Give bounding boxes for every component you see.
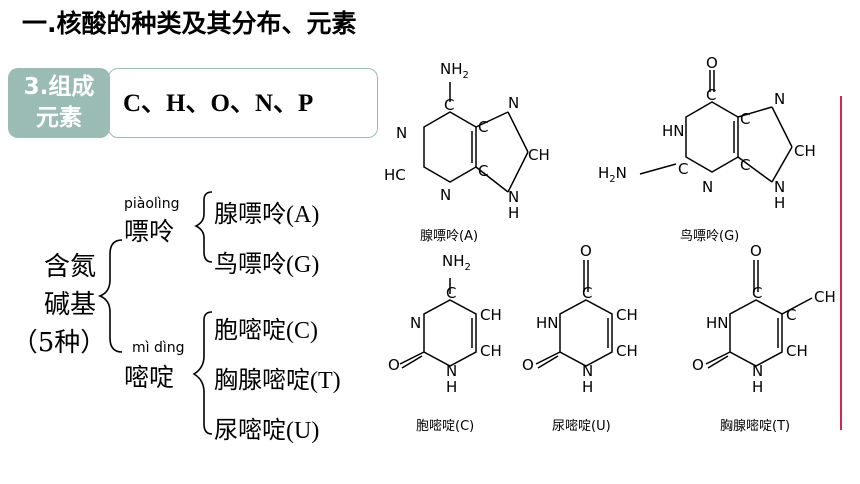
svg-text:O: O xyxy=(750,242,762,260)
svg-text:H: H xyxy=(446,378,457,396)
pyrimidine-label: 嘧啶 xyxy=(124,363,175,392)
guanine-caption: 鸟嘌呤(G) xyxy=(680,228,739,244)
svg-text:C: C xyxy=(786,306,796,324)
svg-text:HN: HN xyxy=(536,314,559,332)
svg-text:N: N xyxy=(440,186,451,204)
svg-text:N: N xyxy=(396,124,407,142)
svg-text:O: O xyxy=(692,356,704,374)
svg-text:C: C xyxy=(446,284,456,302)
purine-item-guanine: 鸟嘌呤(G) xyxy=(214,252,320,278)
purine-item-adenine: 腺嘌呤(A) xyxy=(214,202,320,228)
svg-text:C: C xyxy=(478,118,488,136)
svg-text:HC: HC xyxy=(384,166,406,184)
root-brace xyxy=(97,239,123,353)
pyrimidine-item-thymine: 胸腺嘧啶(T) xyxy=(214,368,341,394)
svg-text:O: O xyxy=(706,54,718,72)
page-title: 一.核酸的种类及其分布、元素 xyxy=(22,9,357,38)
svg-text:N: N xyxy=(582,362,593,380)
svg-text:N: N xyxy=(410,314,421,332)
svg-text:CH: CH xyxy=(480,306,502,324)
svg-text:N: N xyxy=(774,90,785,108)
svg-text:N: N xyxy=(752,362,763,380)
svg-text:C: C xyxy=(582,284,592,302)
svg-text:N: N xyxy=(508,188,519,206)
svg-text:O: O xyxy=(388,356,400,374)
section-label-line-1: 3.组成 xyxy=(23,74,95,100)
svg-text:NH2: NH2 xyxy=(440,60,469,81)
svg-text:CH: CH xyxy=(528,146,550,164)
svg-text:O: O xyxy=(580,242,592,260)
svg-text:N: N xyxy=(774,178,785,196)
root-line-2: 碱基 xyxy=(43,290,96,320)
accent-line xyxy=(840,96,842,430)
purine-pinyin: piàolìng xyxy=(124,196,180,212)
svg-text:H: H xyxy=(752,378,763,396)
svg-text:N: N xyxy=(508,94,519,112)
svg-text:C: C xyxy=(706,86,716,104)
svg-text:C: C xyxy=(478,162,488,180)
root-line-1: 含氮 xyxy=(43,252,96,282)
svg-text:H: H xyxy=(774,194,785,212)
svg-text:C: C xyxy=(752,284,762,302)
purine-brace xyxy=(194,191,213,263)
svg-text:O: O xyxy=(522,356,534,374)
svg-text:C: C xyxy=(740,110,750,128)
structures-diagram: NH2 C N HC N C C N CH N H O C HN H2N C N… xyxy=(384,54,836,434)
svg-text:CH: CH xyxy=(616,306,638,324)
svg-text:C: C xyxy=(740,156,750,174)
svg-text:H: H xyxy=(582,378,593,396)
section-label: 3.组成 元素 xyxy=(8,68,110,138)
pyrimidine-item-uracil: 尿嘧啶(U) xyxy=(214,418,320,444)
uracil-structure xyxy=(535,260,613,369)
thymine-structure xyxy=(705,260,813,369)
pyrimidine-pinyin: mì dìng xyxy=(132,340,185,356)
svg-text:CH: CH xyxy=(480,342,502,360)
cytosine-structure xyxy=(399,278,477,369)
svg-text:H2N: H2N xyxy=(598,164,627,185)
svg-text:CH: CH xyxy=(616,342,638,360)
nitrogenous-bases-label: 含氮 碱基 （5种） xyxy=(12,248,110,362)
svg-text:HN: HN xyxy=(662,122,685,140)
svg-text:CH: CH xyxy=(814,288,836,306)
cytosine-caption: 胞嘧啶(C) xyxy=(416,419,474,434)
thymine-caption: 胸腺嘧啶(T) xyxy=(720,419,790,434)
elements-box: C、H、O、N、P xyxy=(108,68,378,138)
purine-label: 嘌呤 xyxy=(124,217,175,246)
section-label-line-2: 元素 xyxy=(36,105,82,131)
svg-text:CH: CH xyxy=(786,342,808,360)
adenine-structure xyxy=(423,82,529,193)
svg-text:NH2: NH2 xyxy=(442,252,471,273)
guanine-structure xyxy=(639,70,793,183)
svg-text:H: H xyxy=(508,204,519,222)
svg-text:N: N xyxy=(446,362,457,380)
root-line-3: （5种） xyxy=(11,328,107,358)
adenine-caption: 腺嘌呤(A) xyxy=(420,228,478,244)
svg-text:C: C xyxy=(444,96,454,114)
svg-text:N: N xyxy=(702,178,713,196)
pyrimidine-brace xyxy=(192,311,213,435)
uracil-caption: 尿嘧啶(U) xyxy=(552,419,611,434)
pyrimidine-item-cytosine: 胞嘧啶(C) xyxy=(214,318,318,344)
svg-text:C: C xyxy=(678,160,688,178)
svg-text:CH: CH xyxy=(794,142,816,160)
svg-text:HN: HN xyxy=(706,314,729,332)
